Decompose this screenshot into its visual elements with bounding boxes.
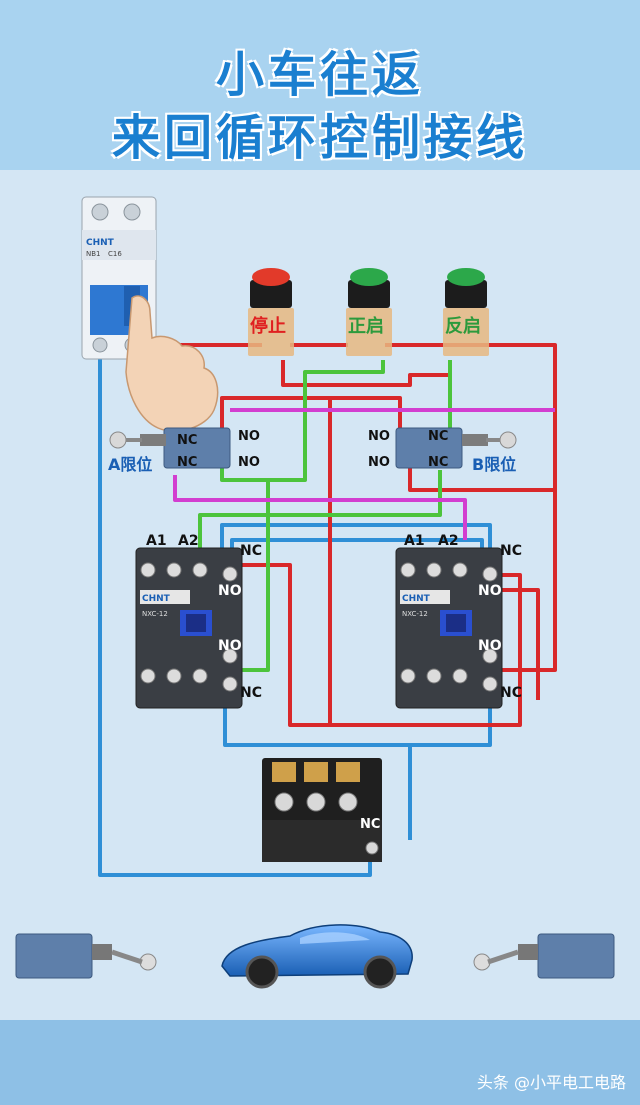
forward-start-button-label: 正启 (348, 315, 384, 337)
contactor-b: CHNT NXC-12 A1 A2 NC NO NO NC (395, 533, 522, 709)
green-wire-a2-link (198, 470, 442, 548)
red-wire-contactor-b-no (500, 588, 540, 700)
limit-switch-b: NC NC NO NO B限位 (368, 427, 517, 474)
limit-b-no-bottom: NO (368, 455, 390, 470)
red-wire-right-feed (500, 490, 557, 672)
stop-button[interactable]: 停止 (248, 268, 294, 356)
red-wire-contactor-a-no (240, 563, 522, 727)
contactor-a-nc-top: NC (240, 543, 262, 559)
reverse-start-button[interactable]: 反启 (443, 268, 489, 356)
limit-switch-a: NC NC NO NO A限位 (108, 427, 260, 474)
red-wire-a-limit (220, 396, 402, 430)
forward-start-button[interactable]: 正启 (346, 268, 392, 356)
footer-bar: 头条 @小平电工电路 (0, 1020, 640, 1105)
limit-a-label: A限位 (108, 455, 152, 474)
green-wires (198, 360, 452, 672)
limit-b-nc-bottom: NC (428, 455, 448, 470)
contactor-b-no-top: NO (478, 583, 502, 599)
contactor-b-a2: A2 (438, 533, 459, 549)
blue-wire-breaker-to-relay (98, 340, 372, 877)
reverse-start-button-label: 反启 (445, 315, 481, 337)
title-line-1: 小车往返 (215, 47, 424, 103)
contactor-b-brand: CHNT (402, 594, 431, 604)
limit-a-nc-top: NC (177, 433, 197, 448)
thermal-overload-relay: NC (262, 758, 382, 862)
limit-a-no-top: NO (238, 429, 260, 444)
limit-b-no-top: NO (368, 429, 390, 444)
forward-start-button-cap[interactable] (350, 268, 388, 286)
red-wire-start-bus (281, 360, 450, 387)
green-wire-center (240, 480, 270, 672)
stop-button-label: 停止 (250, 315, 286, 337)
contactor-b-nc-top: NC (500, 543, 522, 559)
magenta-wire-a-limit-nc (173, 475, 467, 540)
limit-a-nc-bottom: NC (177, 455, 197, 470)
title-line-2: 来回循环控制接线 (111, 110, 528, 166)
magenta-wires (173, 408, 555, 540)
limit-b-nc-top: NC (428, 429, 448, 444)
contactor-a-nc-bottom: NC (240, 685, 262, 701)
contactor-a-no-bottom: NO (218, 638, 242, 654)
contactor-a-no-top: NO (218, 583, 242, 599)
relay-nc-label: NC (360, 817, 380, 832)
contactor-a: CHNT NXC-12 A1 A2 NC NO NO NC (135, 533, 262, 709)
pointing-hand-icon (125, 295, 219, 432)
header-banner: 小车往返 来回循环控制接线 (0, 0, 640, 170)
contactor-b-no-bottom: NO (478, 638, 502, 654)
contactor-a-brand: CHNT (142, 594, 171, 604)
limit-switch-right-illustration (473, 933, 615, 979)
breaker-brand: CHNT (86, 238, 115, 248)
contactor-b-model: NXC-12 (402, 610, 428, 618)
limit-a-no-bottom: NO (238, 455, 260, 470)
breaker-model: NB1 (86, 250, 101, 258)
blue-wire-relay-to-contactor-b (408, 690, 492, 840)
contactor-b-a1: A1 (404, 533, 425, 549)
contactor-a-a1: A1 (146, 533, 167, 549)
reverse-start-button-cap[interactable] (447, 268, 485, 286)
breaker-rating: C16 (108, 250, 122, 258)
blue-wire-top-loop (220, 523, 492, 550)
limit-b-label: B限位 (472, 455, 516, 474)
contactor-b-nc-bottom: NC (500, 685, 522, 701)
contactor-a-model: NXC-12 (142, 610, 168, 618)
credit-text: 头条 @小平电工电路 (476, 1073, 626, 1092)
contactor-a-a2: A2 (178, 533, 199, 549)
limit-switch-left-illustration (15, 933, 157, 979)
car-illustration (221, 924, 413, 989)
blue-wire-nc-link (230, 538, 484, 548)
stop-button-cap[interactable] (252, 268, 290, 286)
